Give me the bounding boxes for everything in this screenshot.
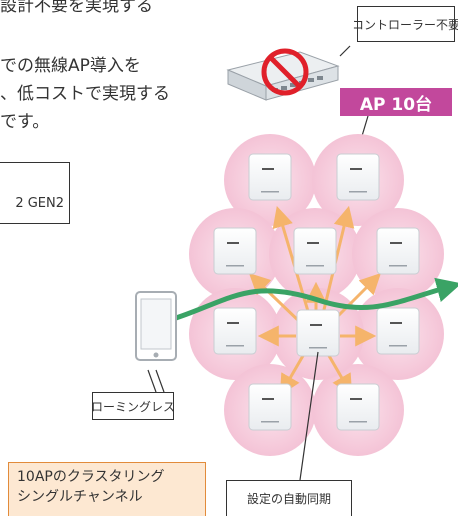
roaming-arrow (173, 277, 458, 321)
intro-line-1: 設計不要を実現する (0, 0, 153, 16)
ap-count-label: AP 10台 (359, 94, 433, 115)
access-points (213, 153, 420, 431)
cluster-callout: 10APのクラスタリング シングルチャンネル (8, 462, 206, 516)
roaming-callout-label: ローミングレス (91, 399, 176, 414)
access-point-icon (376, 227, 420, 275)
product-box: 2 GEN2 (0, 162, 70, 224)
sync-callout-label: 設定の自動同期 (246, 492, 331, 506)
intro-line-4: です。 (0, 112, 50, 132)
sync-callout-pointer (299, 351, 319, 481)
access-point-icon (336, 153, 380, 201)
access-point-icon (248, 383, 292, 431)
intro-line-2: での無線AP導入を (0, 56, 141, 76)
cluster-callout-line-1: 10APのクラスタリング (17, 469, 165, 485)
smartphone-icon (135, 291, 177, 361)
ap-badge-pointer (361, 115, 369, 137)
controller-callout-pointer (339, 45, 351, 57)
prohibit-icon (261, 48, 309, 96)
sync-callout: 設定の自動同期 (226, 480, 352, 516)
access-point-icon (336, 383, 380, 431)
roaming-callout-pointer (147, 369, 157, 393)
intro-line-3: 、低コストで実現する (0, 84, 170, 104)
controller-callout: コントローラー不要 (352, 6, 458, 42)
access-point-icon (213, 307, 257, 355)
access-point-icon (248, 153, 292, 201)
cluster-callout-line-2: シングルチャンネル (17, 489, 143, 505)
access-point-icon (376, 307, 420, 355)
access-point-icon (296, 309, 340, 357)
access-point-icon (213, 227, 257, 275)
access-point-icon (293, 227, 337, 275)
controller-callout-label: コントローラー不要 (352, 17, 458, 32)
ap-count-badge: AP 10台 (340, 88, 452, 116)
roaming-callout: ローミングレス (91, 392, 176, 420)
product-box-label: 2 GEN2 (15, 196, 64, 211)
